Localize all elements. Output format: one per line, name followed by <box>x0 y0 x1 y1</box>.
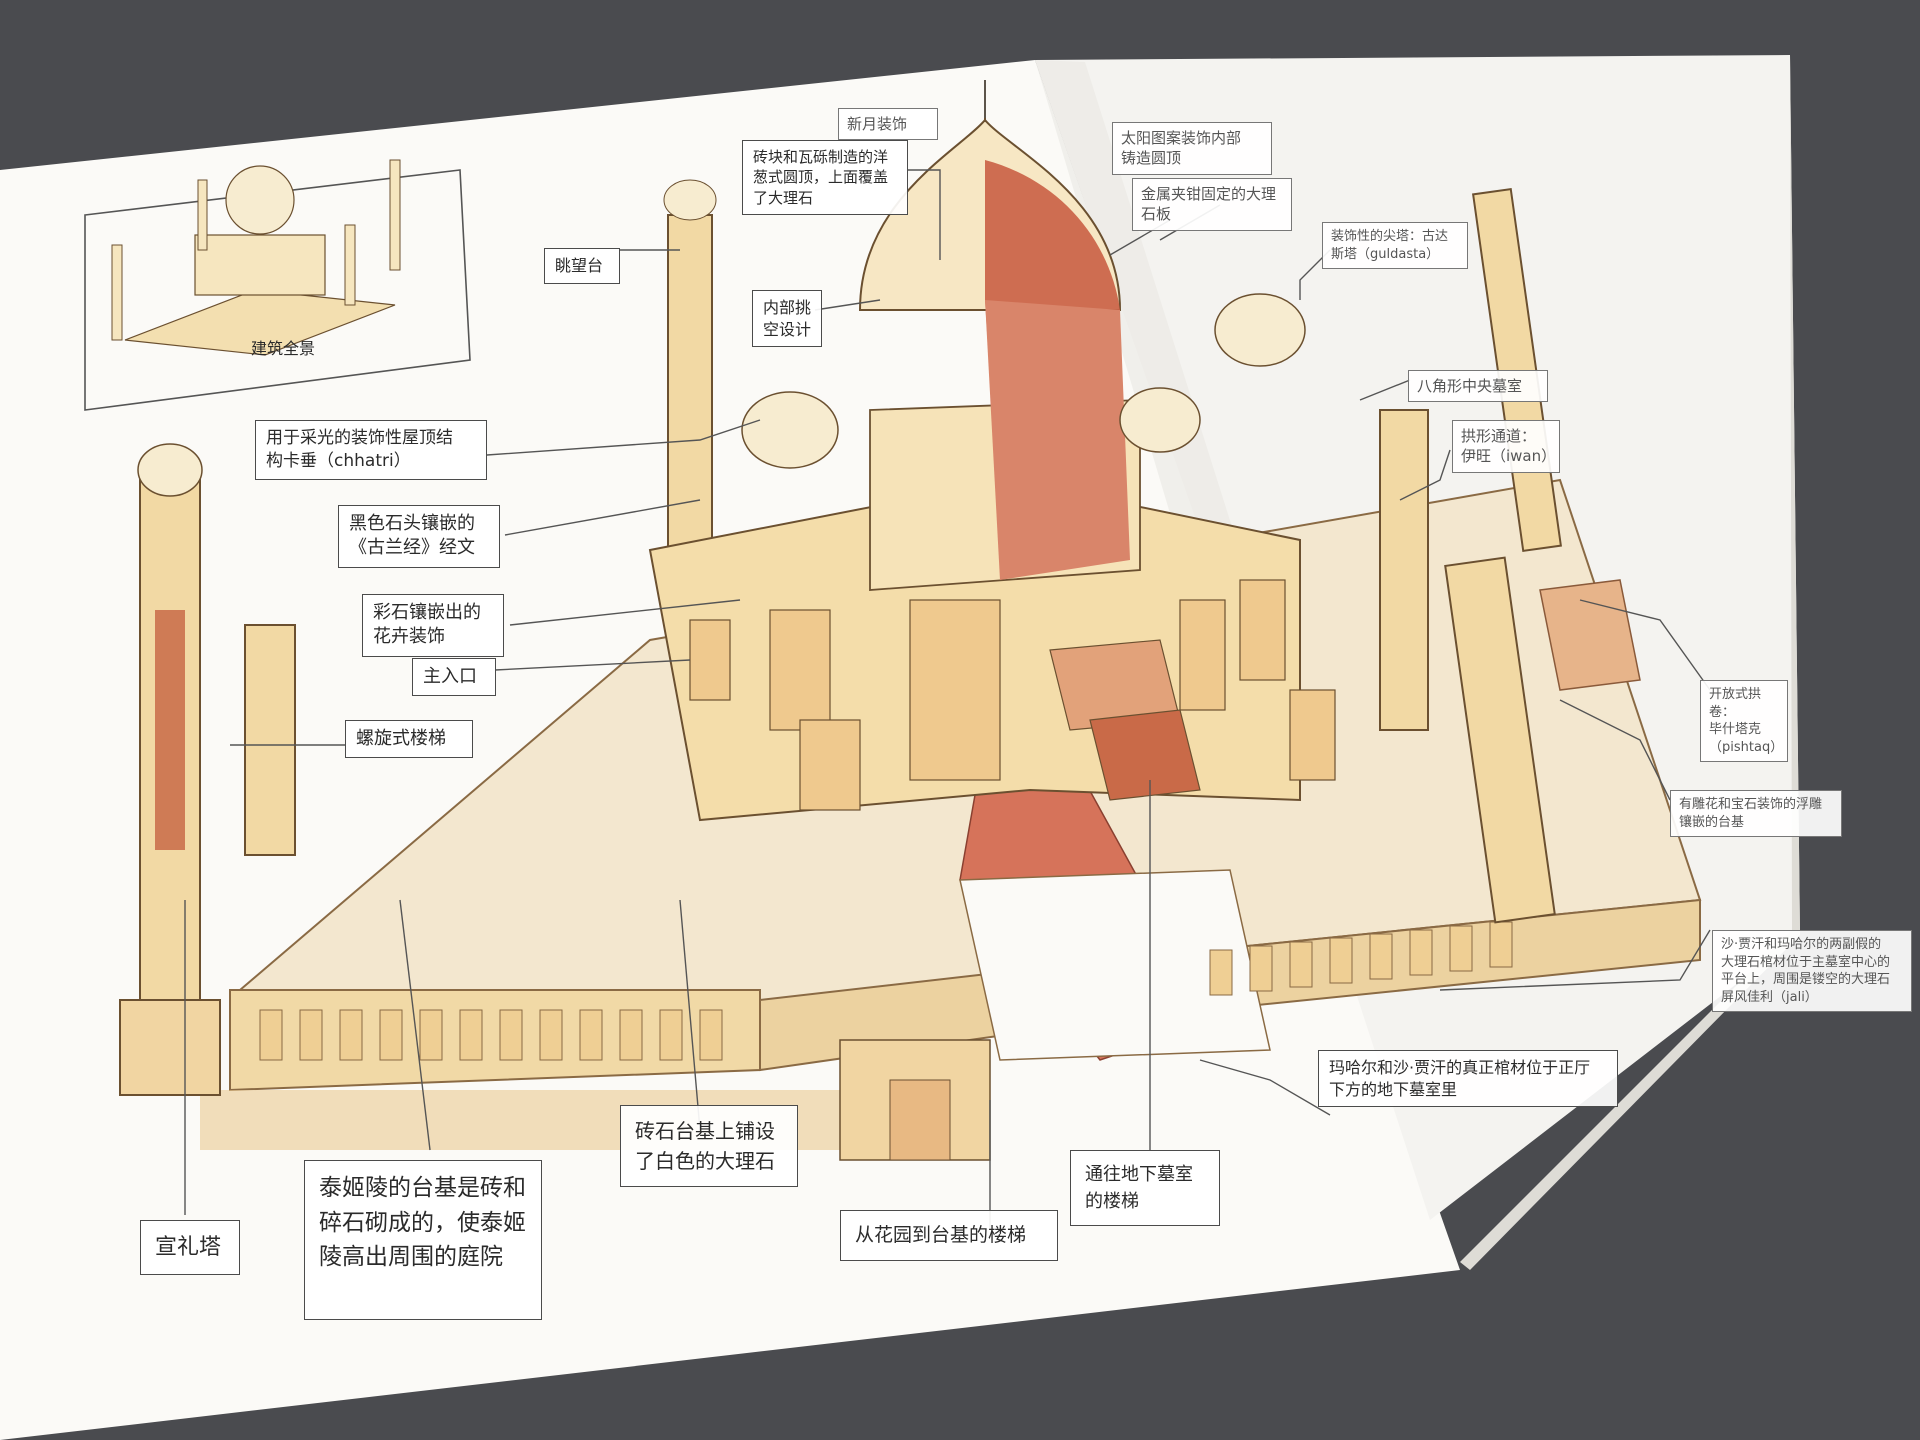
label-main-entrance: 主入口 <box>412 658 496 697</box>
label-spiral-stair: 螺旋式楼梯 <box>345 720 473 759</box>
label-chhatri: 用于采光的装饰性屋顶结 构卡垂（chhatri） <box>255 420 487 480</box>
label-plinth: 泰姬陵的台基是砖和 碎石砌成的，使泰姬 陵高出周围的庭院 <box>304 1160 542 1320</box>
label-carved-plinth: 有雕花和宝石装饰的浮雕 镶嵌的台基 <box>1670 790 1842 838</box>
label-hollow: 内部挑 空设计 <box>752 290 822 348</box>
mausoleum-cutaway <box>648 80 1336 822</box>
label-garden-stairs: 从花园到台基的楼梯 <box>840 1210 1058 1261</box>
label-crypt-stairs: 通往地下墓室 的楼梯 <box>1070 1150 1220 1226</box>
label-sun-dome: 太阳图案装饰内部 铸造圆顶 <box>1112 122 1272 175</box>
label-octagon-hall: 八角形中央墓室 <box>1408 370 1548 403</box>
label-minaret: 宣礼塔 <box>140 1220 240 1275</box>
minarets <box>119 179 1562 1096</box>
label-lookout: 眺望台 <box>544 248 620 284</box>
overview-inset <box>84 159 471 411</box>
label-cenotaphs: 沙·贾汗和玛哈尔的两副假的 大理石棺材位于主墓室中心的 平台上，周围是镂空的大理… <box>1712 930 1912 1013</box>
label-crescent: 新月装饰 <box>838 108 938 141</box>
label-marble-paving: 砖石台基上铺设 了白色的大理石 <box>620 1105 798 1187</box>
leader-lines <box>184 80 1711 1230</box>
label-flowers: 彩石镶嵌出的 花卉装饰 <box>362 594 504 657</box>
label-metal-clamp: 金属夹钳固定的大理 石板 <box>1132 178 1292 231</box>
label-pishtaq: 开放式拱卷： 毕什塔克 （pishtaq） <box>1700 680 1788 763</box>
label-quran: 黑色石头镶嵌的 《古兰经》经文 <box>338 505 500 568</box>
label-guldasta: 装饰性的尖塔：古达 斯塔（guldasta） <box>1322 222 1468 270</box>
label-true-coffins: 玛哈尔和沙·贾汗的真正棺材位于正厅 下方的地下墓室里 <box>1318 1050 1618 1108</box>
label-iwan: 拱形通道： 伊旺（iwan） <box>1452 420 1560 473</box>
label-brick-dome: 砖块和瓦砾制造的洋 葱式圆顶，上面覆盖 了大理石 <box>742 140 908 215</box>
overview-caption: 建筑全景 <box>250 339 315 358</box>
